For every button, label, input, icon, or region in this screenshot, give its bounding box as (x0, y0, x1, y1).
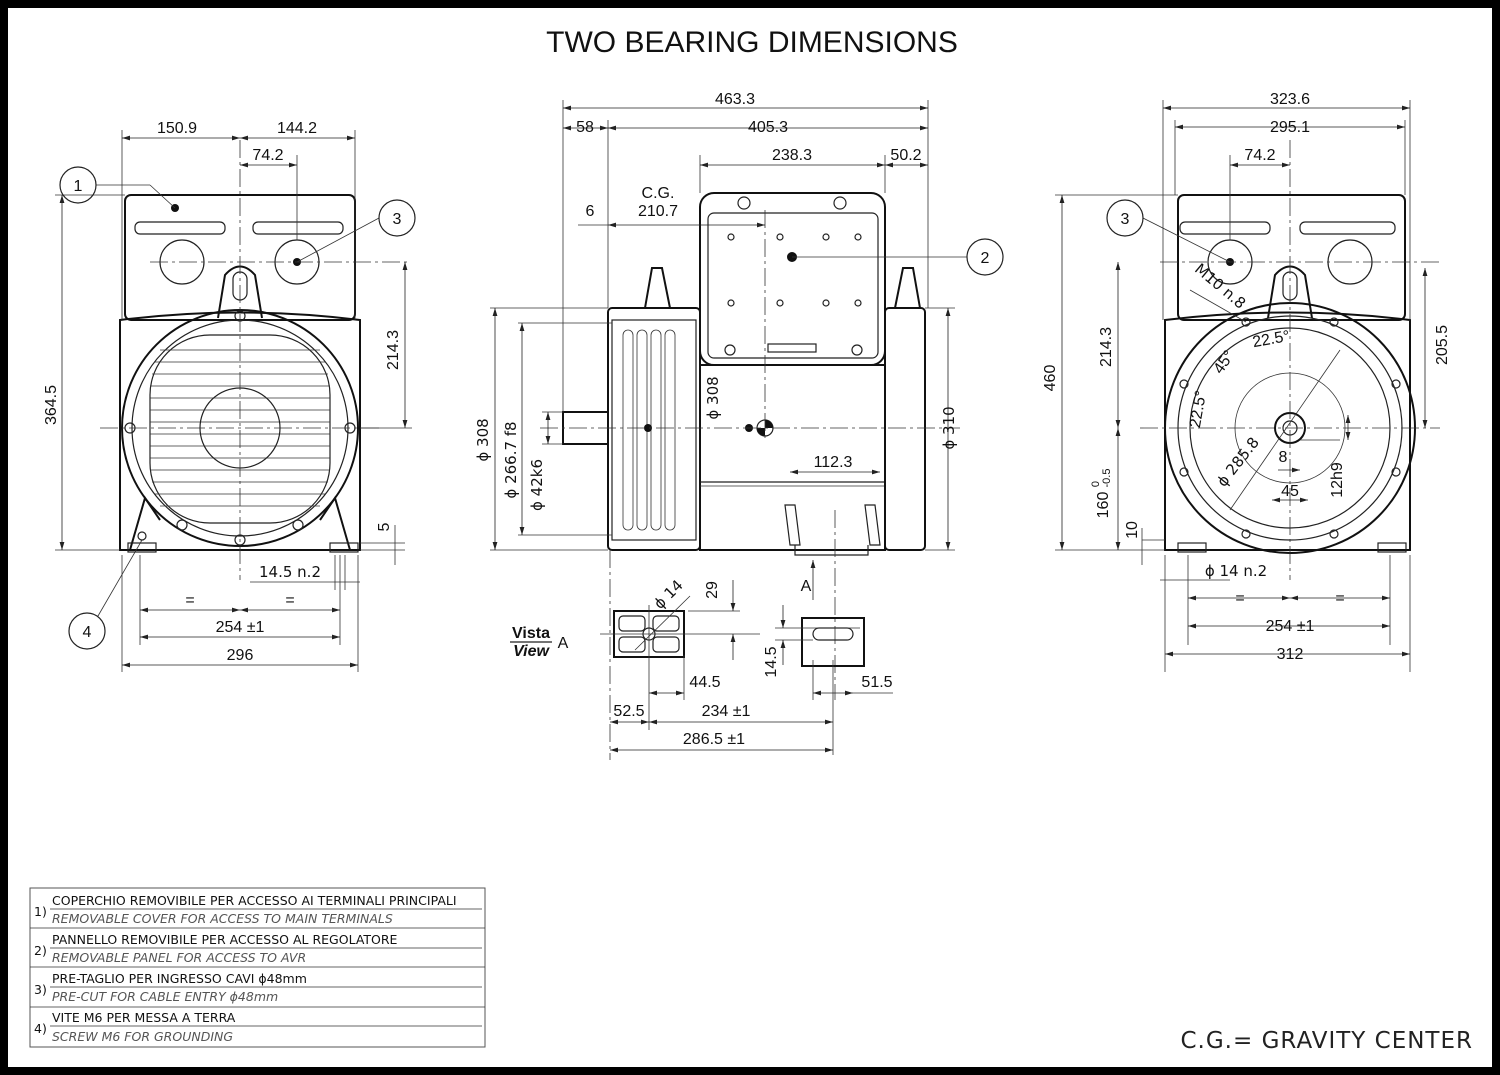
side-view-geometry (540, 192, 960, 760)
dim-rear-width: 312 (1277, 646, 1304, 663)
view-a-arrow-label: A (801, 578, 812, 595)
view-a-52-5: 52.5 (613, 703, 644, 720)
dim-rear-top-height: 205.5 (1434, 325, 1451, 365)
balloon-3-front: 3 (296, 199, 416, 263)
svg-text:REMOVABLE PANEL FOR ACCESS TO: REMOVABLE PANEL FOR ACCESS TO AVR (52, 950, 306, 965)
view-a-29: 29 (704, 581, 721, 599)
dim-rear-key-w: 12h9 (1329, 462, 1346, 498)
dim-side-body-dia: ϕ 308 (704, 376, 722, 419)
svg-text:PRE-CUT FOR CABLE ENTRY ϕ48mm: PRE-CUT FOR CABLE ENTRY ϕ48mm (52, 989, 278, 1004)
dim-rear-angle-1: 22.5° (1251, 328, 1291, 351)
balloon-3-rear: 3 (1106, 199, 1231, 263)
legend-item-4: 4) VITE M6 PER MESSA A TERRA SCREW M6 FO… (34, 1010, 482, 1044)
balloon-4: 4 (68, 539, 143, 650)
dim-front-eq-left: = (185, 592, 194, 609)
svg-text:PANNELLO REMOVIBILE PER ACCESS: PANNELLO REMOVIBILE PER ACCESSO AL REGOL… (52, 932, 398, 947)
dim-front-w-right: 144.2 (277, 120, 317, 137)
dim-side-rear-dia: ϕ 310 (940, 406, 958, 449)
svg-text:2: 2 (981, 250, 990, 267)
view-a-234: 234 ±1 (702, 703, 751, 720)
dim-side-spigot: ϕ 266.7 f8 (502, 421, 520, 498)
svg-text:1: 1 (74, 178, 83, 195)
svg-text:2): 2) (34, 943, 47, 958)
side-view: 463.3 58 405.3 238.3 50.2 C.G. 210.7 6 ϕ… (474, 91, 1004, 760)
dim-side-shaft: 58 (576, 119, 594, 136)
cg-label: C.G. (642, 185, 675, 202)
dim-front-w-left: 150.9 (157, 120, 197, 137)
svg-text:-0.5: -0.5 (1101, 469, 1113, 488)
balloon-2: 2 (792, 238, 1004, 276)
dim-front-feet-span: 254 ±1 (216, 619, 265, 636)
side-view-dimensions: 463.3 58 405.3 238.3 50.2 C.G. 210.7 6 ϕ… (474, 91, 958, 551)
svg-text:COPERCHIO REMOVIBILE PER ACCES: COPERCHIO REMOVIBILE PER ACCESSO AI TERM… (52, 893, 457, 908)
svg-text:1): 1) (34, 904, 47, 919)
dim-rear-eq-right: = (1335, 590, 1344, 607)
dim-front-holes: 14.5 n.2 (259, 563, 321, 581)
dim-rear-width-total: 323.6 (1270, 91, 1310, 108)
dim-rear-height: 460 (1042, 365, 1059, 392)
svg-text:3: 3 (393, 211, 402, 228)
dim-front-offset: 74.2 (252, 147, 283, 164)
dim-side-shaft-dia: ϕ 42k6 (528, 459, 546, 511)
dim-front-box-height: 214.3 (385, 330, 402, 370)
dim-side-body: 405.3 (748, 119, 788, 136)
dim-front-width: 296 (227, 647, 254, 664)
dim-rear-foot: 10 (1124, 521, 1141, 539)
dim-front-eq-right: = (285, 592, 294, 609)
front-view: 150.9 144.2 74.2 364.5 214.3 5 14.5 n.2 … (43, 120, 416, 672)
drawing-title: TWO BEARING DIMENSIONS (546, 26, 958, 59)
view-a-14-5: 14.5 (763, 646, 780, 677)
view-a: A Vista View A (510, 560, 893, 755)
dim-rear-feet-span: 254 ±1 (1266, 618, 1315, 635)
front-view-geometry (100, 140, 410, 580)
legend-table: 1) COPERCHIO REMOVIBILE PER ACCESSO AI T… (29, 887, 486, 1048)
svg-text:PRE-TAGLIO PER INGRESSO CAVI ϕ: PRE-TAGLIO PER INGRESSO CAVI ϕ48mm (52, 971, 307, 986)
dim-rear-angle-3: 22.5° (1187, 389, 1210, 429)
dim-front-foot: 5 (376, 522, 393, 531)
svg-text:4): 4) (34, 1021, 47, 1036)
view-a-44-5: 44.5 (689, 674, 720, 691)
legend-item-2: 2) PANNELLO REMOVIBILE PER ACCESSO AL RE… (30, 932, 485, 968)
svg-text:160: 160 (1095, 492, 1112, 519)
svg-text:0: 0 (1090, 481, 1102, 487)
legend-item-3: 3) PRE-TAGLIO PER INGRESSO CAVI ϕ48mm PR… (30, 971, 485, 1008)
view-a-286-5: 286.5 ±1 (683, 731, 745, 748)
dim-side-box: 238.3 (772, 147, 812, 164)
dim-side-cg: 210.7 (638, 203, 678, 220)
svg-text:SCREW M6 FOR GROUNDING: SCREW M6 FOR GROUNDING (52, 1029, 233, 1044)
svg-text:3): 3) (34, 982, 47, 997)
balloon-1: 1 (59, 166, 176, 209)
dim-rear-key: 8 (1279, 449, 1288, 466)
front-view-dimensions: 150.9 144.2 74.2 364.5 214.3 5 14.5 n.2 … (43, 120, 412, 672)
legend-item-1: 1) COPERCHIO REMOVIBILE PER ACCESSO AI T… (30, 893, 485, 929)
dim-rear-shaft-height: 160 0 -0.5 (1090, 469, 1113, 519)
dim-side-six: 6 (586, 203, 595, 220)
dim-rear-width-box: 295.1 (1270, 119, 1310, 136)
dim-side-flange-dia: ϕ 308 (474, 418, 492, 461)
dim-rear-shaft-len: 45 (1281, 483, 1299, 500)
view-a-view: View (513, 643, 550, 660)
dim-side-feet: 112.3 (814, 454, 853, 471)
svg-text:VITE M6 PER MESSA A TERRA: VITE M6 PER MESSA A TERRA (52, 1010, 236, 1025)
svg-text:REMOVABLE COVER FOR ACCESS TO: REMOVABLE COVER FOR ACCESS TO MAIN TERMI… (52, 911, 393, 926)
dim-rear-box-height: 214.3 (1098, 327, 1115, 367)
svg-text:3: 3 (1121, 211, 1130, 228)
dim-rear-offset: 74.2 (1244, 147, 1275, 164)
dim-rear-eq-left: = (1235, 590, 1244, 607)
view-a-vista: Vista (512, 625, 550, 642)
dim-side-length: 463.3 (715, 91, 755, 108)
dim-front-height: 364.5 (43, 385, 60, 425)
dim-rear-holes: ϕ 14 n.2 (1205, 562, 1267, 580)
svg-text:4: 4 (83, 624, 92, 641)
gravity-center-note: C.G.= GRAVITY CENTER (1180, 1028, 1473, 1054)
view-a-51-5: 51.5 (861, 674, 892, 691)
view-a-letter: A (558, 635, 569, 652)
dim-side-rear: 50.2 (890, 147, 921, 164)
